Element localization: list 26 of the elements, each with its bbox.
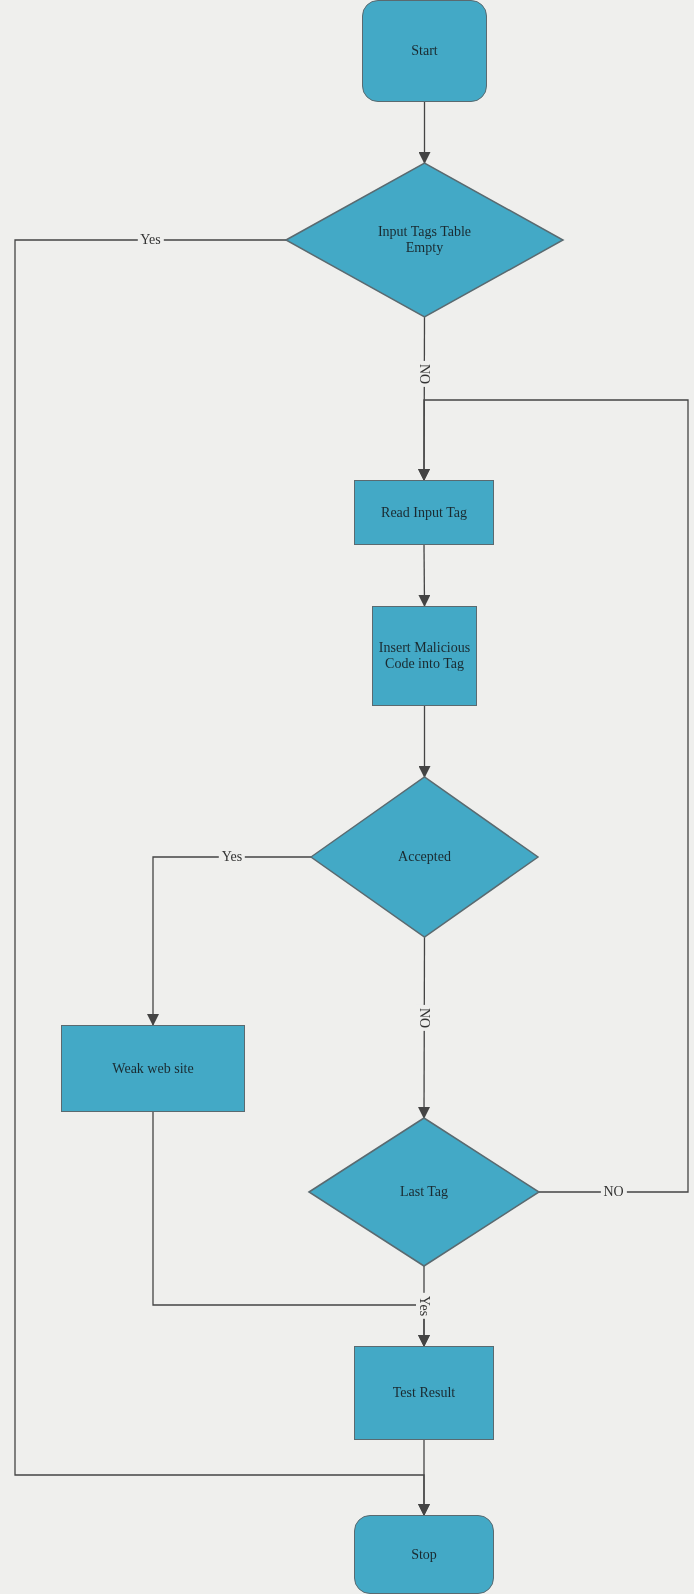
node-label: Last Tag [398,1184,450,1200]
decision-diamond [286,163,563,317]
arrow [152,1111,430,1347]
node-label: Input Tags Table Empty [376,224,473,256]
process-box [61,1025,245,1112]
arrow [418,705,431,778]
process-box [354,1346,494,1440]
terminal-box [362,0,487,102]
arrow [147,856,312,1026]
node-label: Read Input Tag [380,504,468,521]
node-label: Stop [410,1546,438,1563]
decision-diamond [311,777,538,937]
decision-diamond [309,1118,539,1266]
node-label: Accepted [397,849,452,865]
edge-label: Yes [416,1292,432,1320]
arrow [418,544,431,607]
arrow [418,399,689,1193]
arrow [418,1439,430,1516]
node-label: Test Result [391,1385,457,1401]
node-label: Insert Malicious Code into Tag [377,640,472,672]
node-label: Weak web site [111,1060,195,1077]
node-label: Start [410,43,439,59]
terminal-box [354,1515,494,1594]
process-box [372,606,477,706]
process-box [354,480,494,545]
arrow [418,101,431,164]
